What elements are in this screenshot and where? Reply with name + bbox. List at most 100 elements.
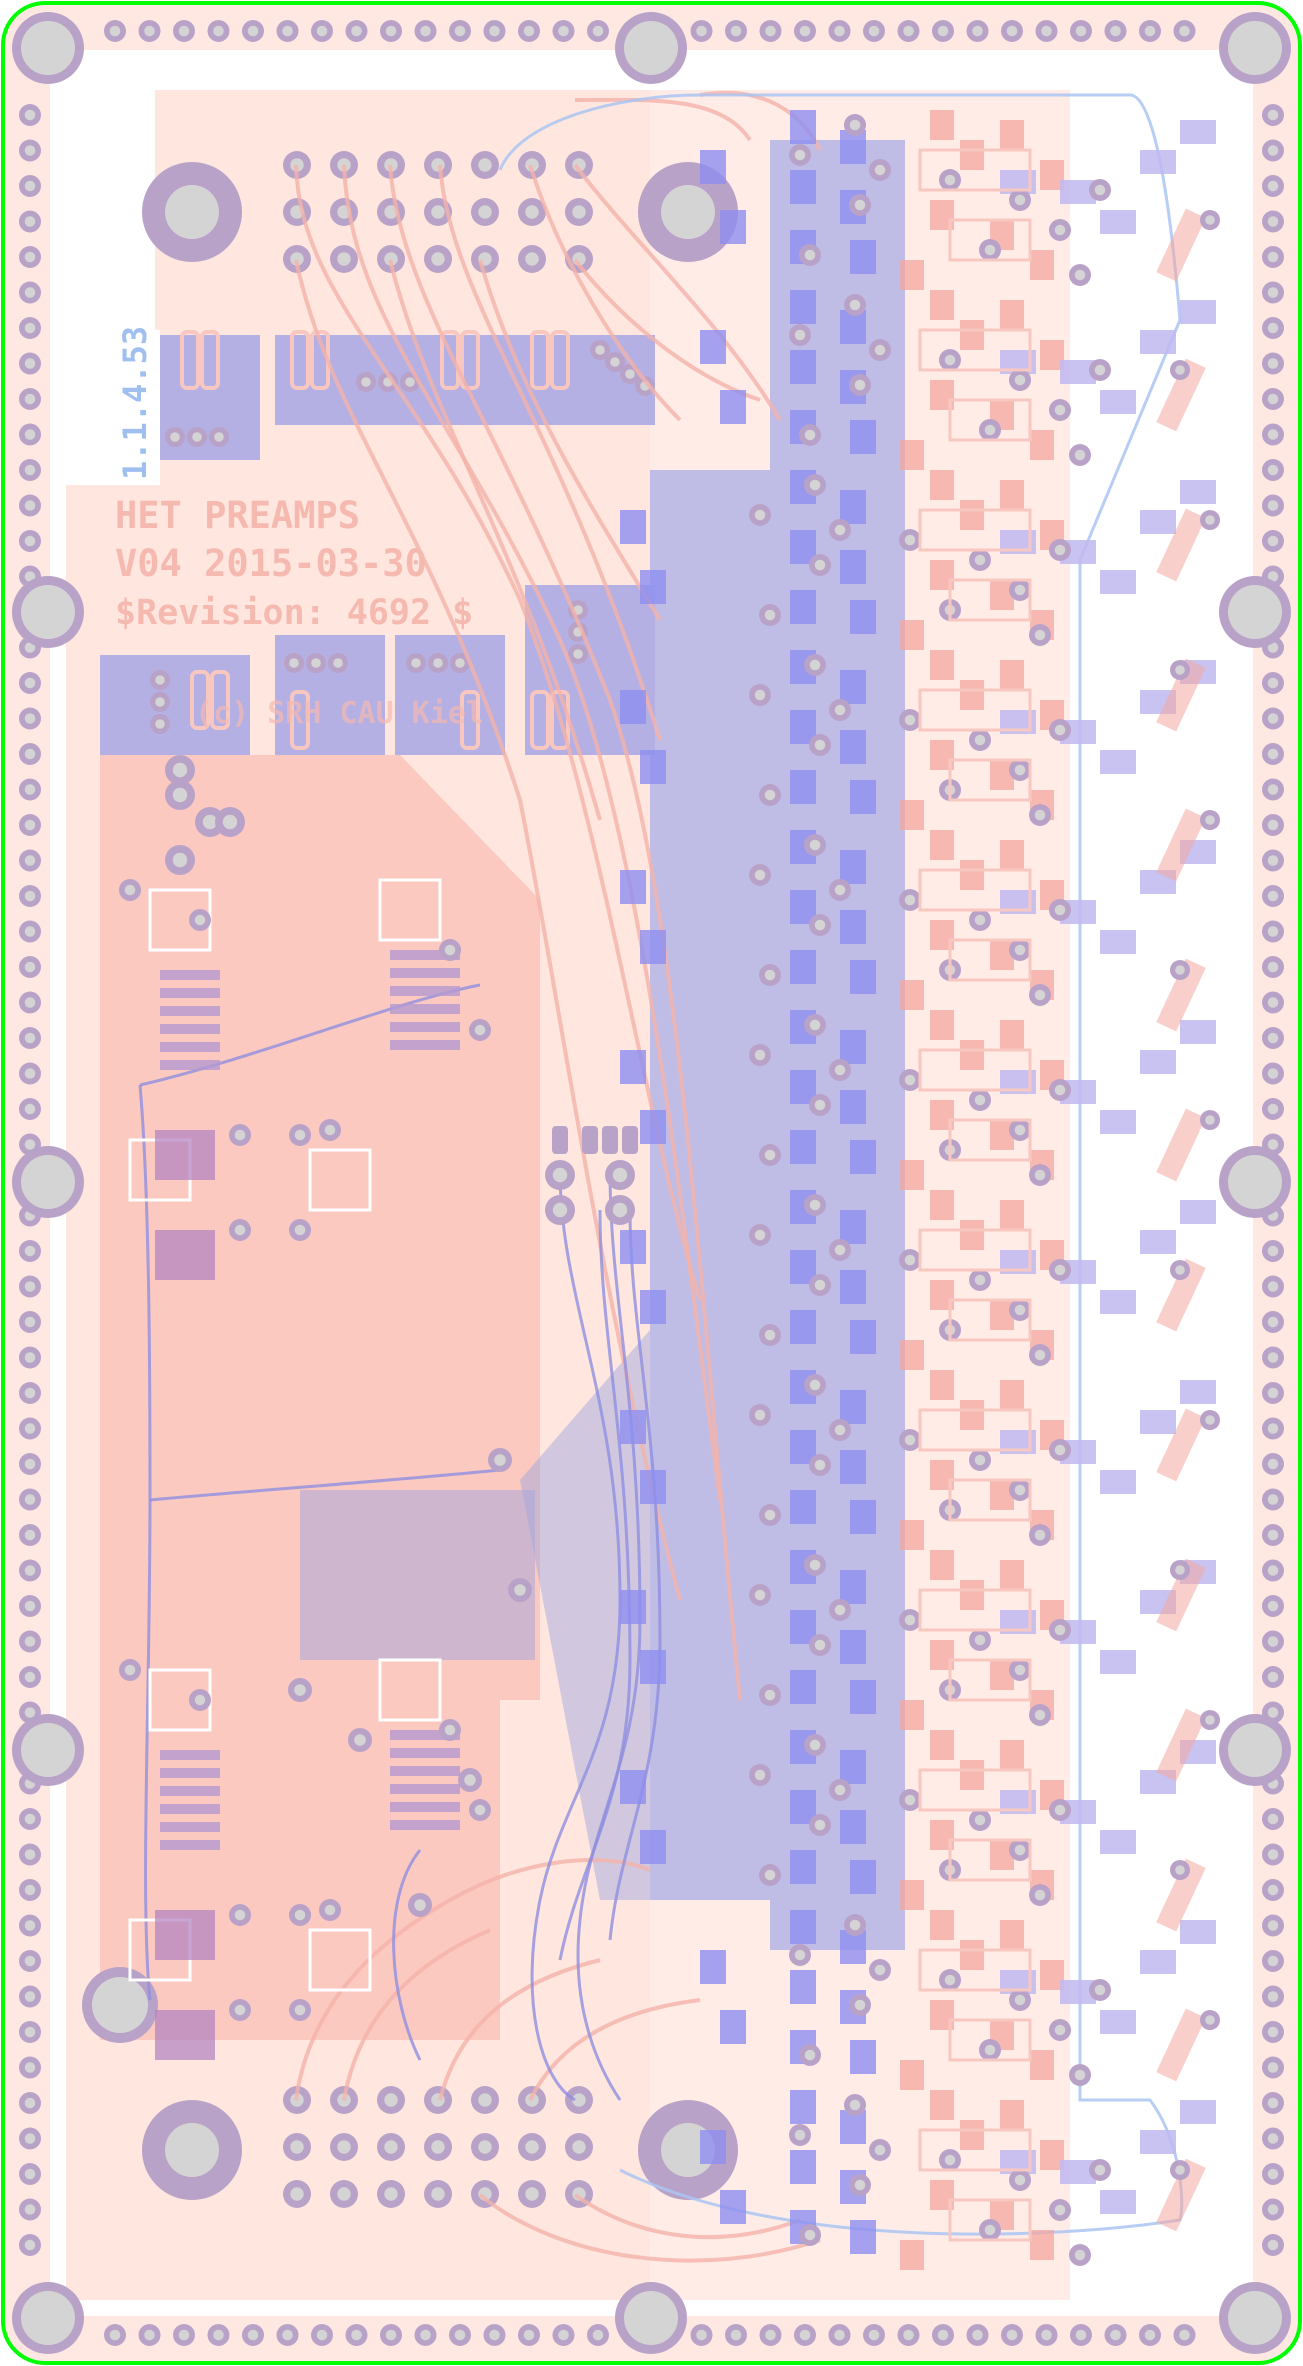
via-hole (1175, 1565, 1185, 1575)
smd-pad-bottom (720, 2010, 746, 2044)
via-hole (1267, 1920, 1279, 1931)
via-hole (24, 1139, 36, 1150)
ic-pin (390, 1766, 460, 1776)
smd-pad-top (990, 940, 1014, 970)
via-hole (213, 2329, 224, 2341)
via-hole (814, 1279, 826, 1291)
via-hole (595, 345, 605, 355)
via-hole (525, 2187, 539, 2201)
connector-mount-hole (165, 185, 219, 239)
smd-pad-bottom (840, 1030, 866, 1064)
via-hole (1267, 571, 1279, 582)
via-hole (904, 894, 916, 906)
bottom-outline-trace (498, 93, 1184, 2236)
via-hole (214, 432, 224, 442)
smd-pad-top (930, 1370, 954, 1400)
via-hole (1267, 1458, 1279, 1470)
via-hole (172, 762, 188, 778)
via-hole (431, 158, 445, 172)
smd-pad-blend (1180, 1200, 1216, 1224)
via-hole (1034, 989, 1046, 1001)
smd-pad-blend (1180, 120, 1216, 144)
via-hole (1054, 544, 1066, 556)
via-hole (290, 2187, 304, 2201)
via-hole (24, 287, 36, 298)
via-hole (814, 1639, 826, 1651)
via-hole (834, 1244, 846, 1256)
via-hole (1267, 2133, 1279, 2144)
via-hole (814, 739, 826, 751)
ic-pin (160, 1750, 220, 1760)
via-hole (194, 914, 206, 926)
via-hole (944, 174, 956, 186)
via-hole (124, 884, 136, 896)
bottom-traces (138, 983, 662, 2102)
via-hole (814, 1819, 826, 1831)
smd-pad-blend (1100, 210, 1136, 234)
ic-pin (390, 1802, 460, 1812)
via-hole (1094, 364, 1106, 376)
smd-pad-blend (1100, 750, 1136, 774)
smd-pad-bottom (840, 1630, 866, 1664)
via-hole (384, 252, 398, 266)
via-hole (489, 25, 500, 37)
connector-mount-hole (661, 185, 715, 239)
smd-pad-bottom (840, 1450, 866, 1484)
component-outline (948, 1118, 1032, 1162)
smd-pad-bottom (790, 770, 816, 804)
smd-pad-top (1000, 1740, 1024, 1770)
smd-pad-bottom (850, 240, 876, 274)
via-hole (592, 2329, 604, 2341)
smd-pad-top (960, 2120, 984, 2150)
via-hole (454, 2329, 466, 2341)
via-hole (849, 119, 861, 131)
component-outline (918, 1588, 1032, 1632)
via-hole (24, 1636, 36, 1647)
smd-pad-top (900, 1340, 924, 1370)
smd-pad-bottom (790, 1310, 816, 1344)
via-hole (234, 1909, 246, 1921)
smd-pad-bottom (790, 1490, 816, 1524)
via-hole (625, 369, 635, 379)
via-hole (24, 2062, 36, 2073)
via-hole (192, 432, 202, 442)
via-hole (294, 1224, 306, 1236)
via-hole (972, 25, 983, 37)
via-hole (24, 1600, 36, 1612)
via-hole (1267, 1423, 1279, 1434)
via-hole (1034, 629, 1046, 641)
via-hole (1267, 180, 1279, 192)
via-hole (24, 1955, 36, 1967)
via-hole (411, 658, 421, 668)
via-hole (1074, 2069, 1086, 2081)
header-pin (582, 1126, 598, 1154)
via-hole (1054, 724, 1066, 736)
smd-pad-bottom (640, 1650, 666, 1684)
via-hole (1267, 1387, 1279, 1399)
via-hole (433, 658, 443, 668)
smd-pad-bottom (840, 490, 866, 524)
diagonal-resistor (1156, 808, 1206, 882)
ic-pin (390, 986, 460, 996)
via-hole (489, 2329, 500, 2341)
via-hole (455, 658, 465, 668)
smd-pad-top (960, 140, 984, 170)
via-hole (194, 1694, 206, 1706)
via-hole (874, 2144, 886, 2156)
via-hole (170, 432, 180, 442)
edge-components (1156, 208, 1220, 2232)
via-hole (444, 944, 456, 956)
smd-pad-bottom (720, 2190, 746, 2224)
via-hole (24, 1281, 36, 1292)
via-hole (764, 1509, 776, 1521)
smd-pad-bottom (850, 420, 876, 454)
component-outline (948, 2018, 1032, 2062)
diagonal-resistor (1156, 1108, 1206, 1182)
via-hole (1267, 997, 1279, 1008)
via-hole (351, 25, 362, 37)
via-hole (1267, 535, 1279, 547)
via-hole (316, 25, 328, 37)
via-hole (525, 205, 539, 219)
via-hole (474, 1024, 486, 1036)
smd-pad-top (930, 2090, 954, 2120)
